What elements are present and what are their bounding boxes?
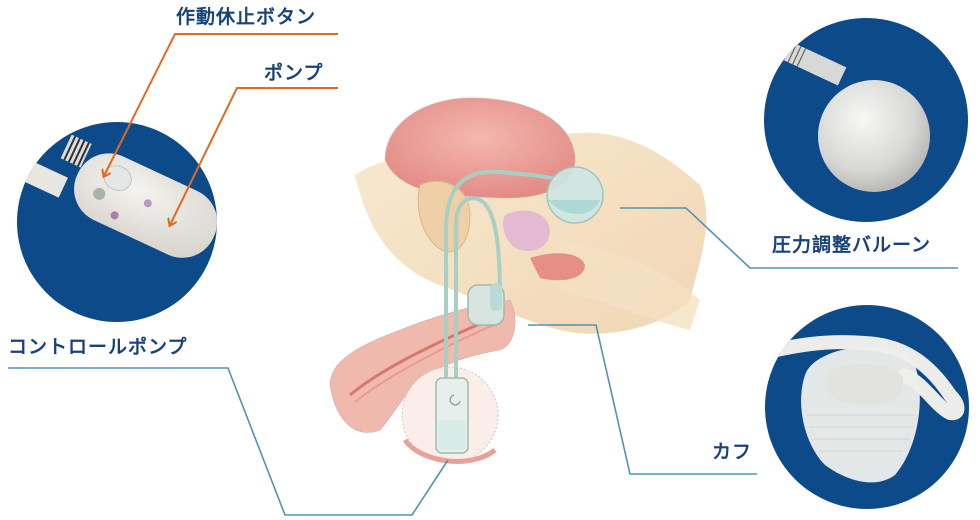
callout-line-cuff xyxy=(528,324,757,475)
prostate xyxy=(503,210,550,252)
label-deactivation-button: 作動休止ボタン xyxy=(176,6,317,28)
label-pressure-balloon: 圧力調整バルーン xyxy=(772,234,932,256)
callout-line-deactivation-button xyxy=(104,33,338,176)
label-pump: ポンプ xyxy=(264,62,324,84)
label-cuff: カフ xyxy=(712,441,753,463)
cuff-photo xyxy=(765,335,965,483)
label-control-pump: コントロールポンプ xyxy=(8,336,188,358)
control-pump-photo xyxy=(17,134,217,258)
inset-pressure-balloon xyxy=(764,18,968,222)
callout-line-pressure-balloon xyxy=(620,207,958,269)
rectum xyxy=(530,253,585,281)
inset-cuff xyxy=(765,305,969,509)
callout-line-control-pump xyxy=(8,367,449,516)
callout-line-pump xyxy=(170,87,338,225)
inset-control-pump xyxy=(17,122,217,322)
tubing xyxy=(444,169,561,390)
